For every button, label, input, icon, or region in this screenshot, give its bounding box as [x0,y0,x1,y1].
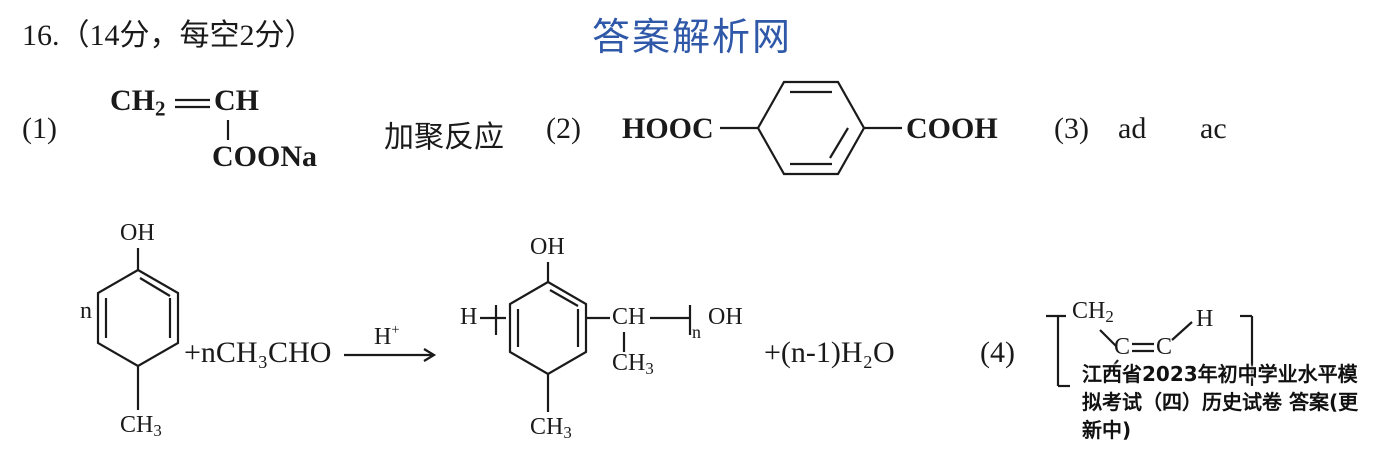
part1-reaction-type: 加聚反应 [384,121,504,154]
product-n-text: n [692,322,701,342]
part1-ch2-sub: 2 [155,96,166,121]
part1-ch2-text: CH [110,84,155,117]
phenol-oh-text: OH [120,220,155,246]
catalyst-text: H [374,324,392,351]
part4-h-text: H [1196,306,1214,332]
phenol-ch3-sub: 3 [153,421,162,441]
product-ring-inner-3 [549,289,579,307]
product-end-oh-text: OH [708,304,743,330]
product-h-text: H [460,304,478,330]
part4-c-down-bond [1103,359,1119,379]
part4-ch2-label: CH2 [1072,298,1114,327]
part4-c2-text: C [1156,334,1173,360]
product-oh-text: OH [530,234,565,260]
phenol-ring [96,269,180,368]
part4-ch2-text: CH [1072,298,1106,324]
part1-monomer-top: CH2 [110,84,166,121]
phenol-ch3-label: CH3 [120,412,162,441]
part2-cooh-text: COOH [906,112,998,145]
product-ch3-side-text: CH [612,350,646,376]
phenol-ring-inner-3 [139,277,171,297]
part2-ring-inner-3 [829,127,849,159]
part4-ch2-c-bond [1099,329,1117,347]
question-header: 16.（14分，每空2分） [22,19,315,52]
part2-label: (2) [546,112,581,145]
part1-ch-text: CH [214,84,259,117]
part1-label: (1) [22,112,57,145]
part4-label: (4) [980,336,1015,369]
watermark-text: 答案解析网 [592,17,793,59]
part2-ring [757,80,866,176]
product-ch3-side-label: CH3 [612,350,654,379]
part1-coona-text: COONa [212,140,317,173]
part4-c-h-bond [1171,321,1193,341]
product-ch-text: CH [612,304,646,330]
part4-ch2-sub: 2 [1105,307,1114,327]
phenol-ch3-text: CH [120,412,154,438]
catalyst-sup: + [391,322,400,338]
catalyst-label: H+ [374,322,399,351]
overlay-caption: 江西省2023年初中学业水平模拟考试（四）历史试卷 答案(更新中) [1082,362,1359,442]
product-ch3-ring-text: CH [530,414,564,440]
product-ch3-side-sub: 3 [645,359,654,379]
phenol-coeff-text: n [80,298,92,324]
part3-label: (3) [1054,112,1089,145]
part3-answer-1: ad [1118,112,1147,145]
product-ch3-ring-sub: 3 [563,423,572,443]
part2-hooc-text: HOOC [622,112,714,145]
reagent-text: +nCH₃CHO [184,336,332,369]
product-ring [508,281,588,376]
part3-answer-2: ac [1200,112,1227,145]
byproduct-text: +(n-1)H₂O [764,336,895,369]
reaction-arrow-head [423,348,437,362]
product-ch3-ring-label: CH3 [530,414,572,443]
part4-c1-text: C [1114,334,1131,360]
